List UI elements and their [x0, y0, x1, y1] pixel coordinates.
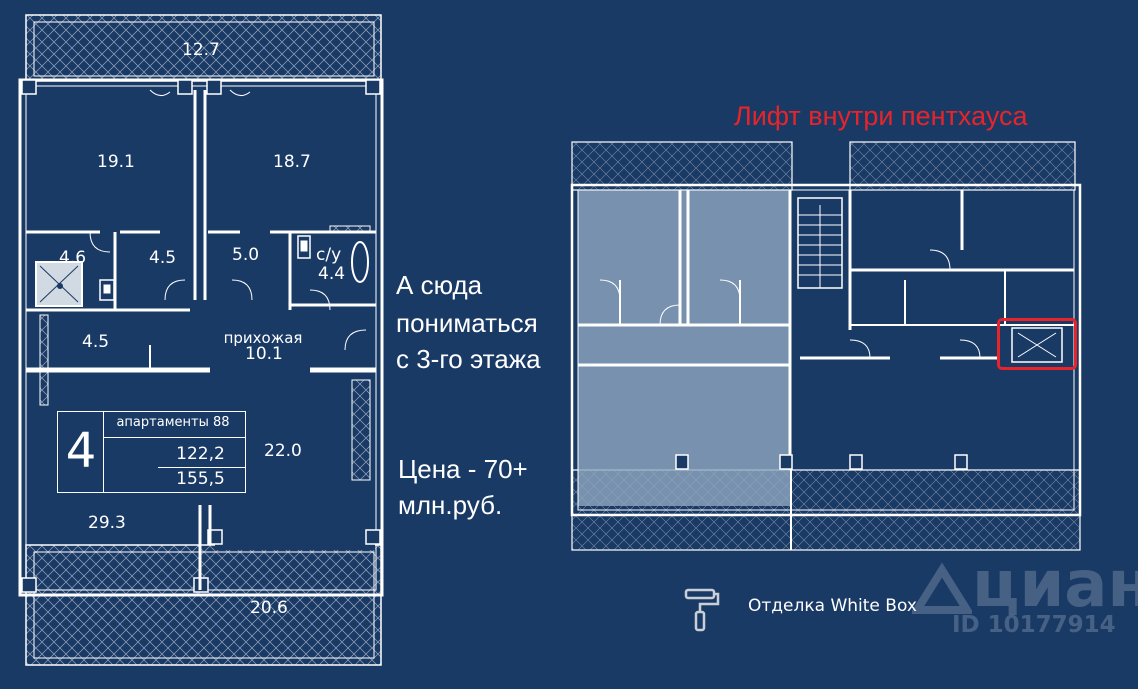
room-a-area: 19.1 — [97, 152, 135, 172]
cian-logo-icon — [912, 562, 972, 614]
highlighted-unit — [578, 190, 790, 506]
price-line-2: млн.руб. — [398, 490, 503, 520]
hall-name: прихожая — [223, 329, 303, 347]
apartment-title: апартаменты 88 — [116, 415, 230, 430]
elevator-icon — [1011, 327, 1063, 363]
sink-icon — [297, 235, 311, 259]
stairs-note-line-2: пониматься — [396, 308, 538, 338]
closet-1-area: 4.5 — [149, 248, 177, 268]
stairs-note-line-1: А сюда — [396, 270, 483, 300]
apartment-info-box: 4 апартаменты 88 122,2 155,5 — [57, 411, 246, 493]
apartment-area-1: 122,2 — [176, 444, 225, 464]
price-line-1: Цена - 70+ — [398, 454, 528, 484]
apartment-number: 4 — [65, 423, 97, 479]
balcony-bottom — [25, 544, 382, 666]
cian-watermark: циан ID 10177914 — [912, 556, 1138, 646]
wc-area: 4.4 — [318, 264, 346, 284]
left-apartment-plan — [18, 14, 384, 666]
finish-label: Отделка White Box — [748, 596, 917, 616]
closet-3-area: 4.5 — [82, 332, 110, 352]
paint-roller-icon — [684, 588, 720, 632]
balcony-top — [25, 14, 382, 82]
bath-1-area: 4.6 — [59, 248, 87, 268]
balcony-top-area: 12.7 — [182, 40, 220, 60]
watermark-id: ID 10177914 — [952, 612, 1116, 638]
living-area: 22.0 — [264, 441, 302, 461]
apt-divider-2 — [158, 467, 245, 468]
balcony-bottom-area: 20.6 — [250, 598, 288, 618]
wc-label: с/у — [316, 245, 342, 265]
lift-highlight-frame — [997, 318, 1077, 370]
bedroom-area: 29.3 — [88, 513, 126, 533]
room-b-area: 18.7 — [273, 152, 311, 172]
stairs-note-line-3: с 3-го этажа — [396, 344, 541, 374]
apt-divider-v — [103, 412, 104, 492]
apartment-area-2: 155,5 — [176, 469, 225, 489]
shower-icon — [57, 283, 63, 289]
lift-caption: Лифт внутри пентхауса — [734, 101, 1028, 131]
hall-area: 10.1 — [245, 344, 283, 364]
watermark-brand: циан — [972, 556, 1138, 622]
closet-2-area: 5.0 — [232, 245, 260, 265]
apt-divider-1 — [103, 437, 245, 438]
right-floor-plan — [570, 141, 1082, 551]
